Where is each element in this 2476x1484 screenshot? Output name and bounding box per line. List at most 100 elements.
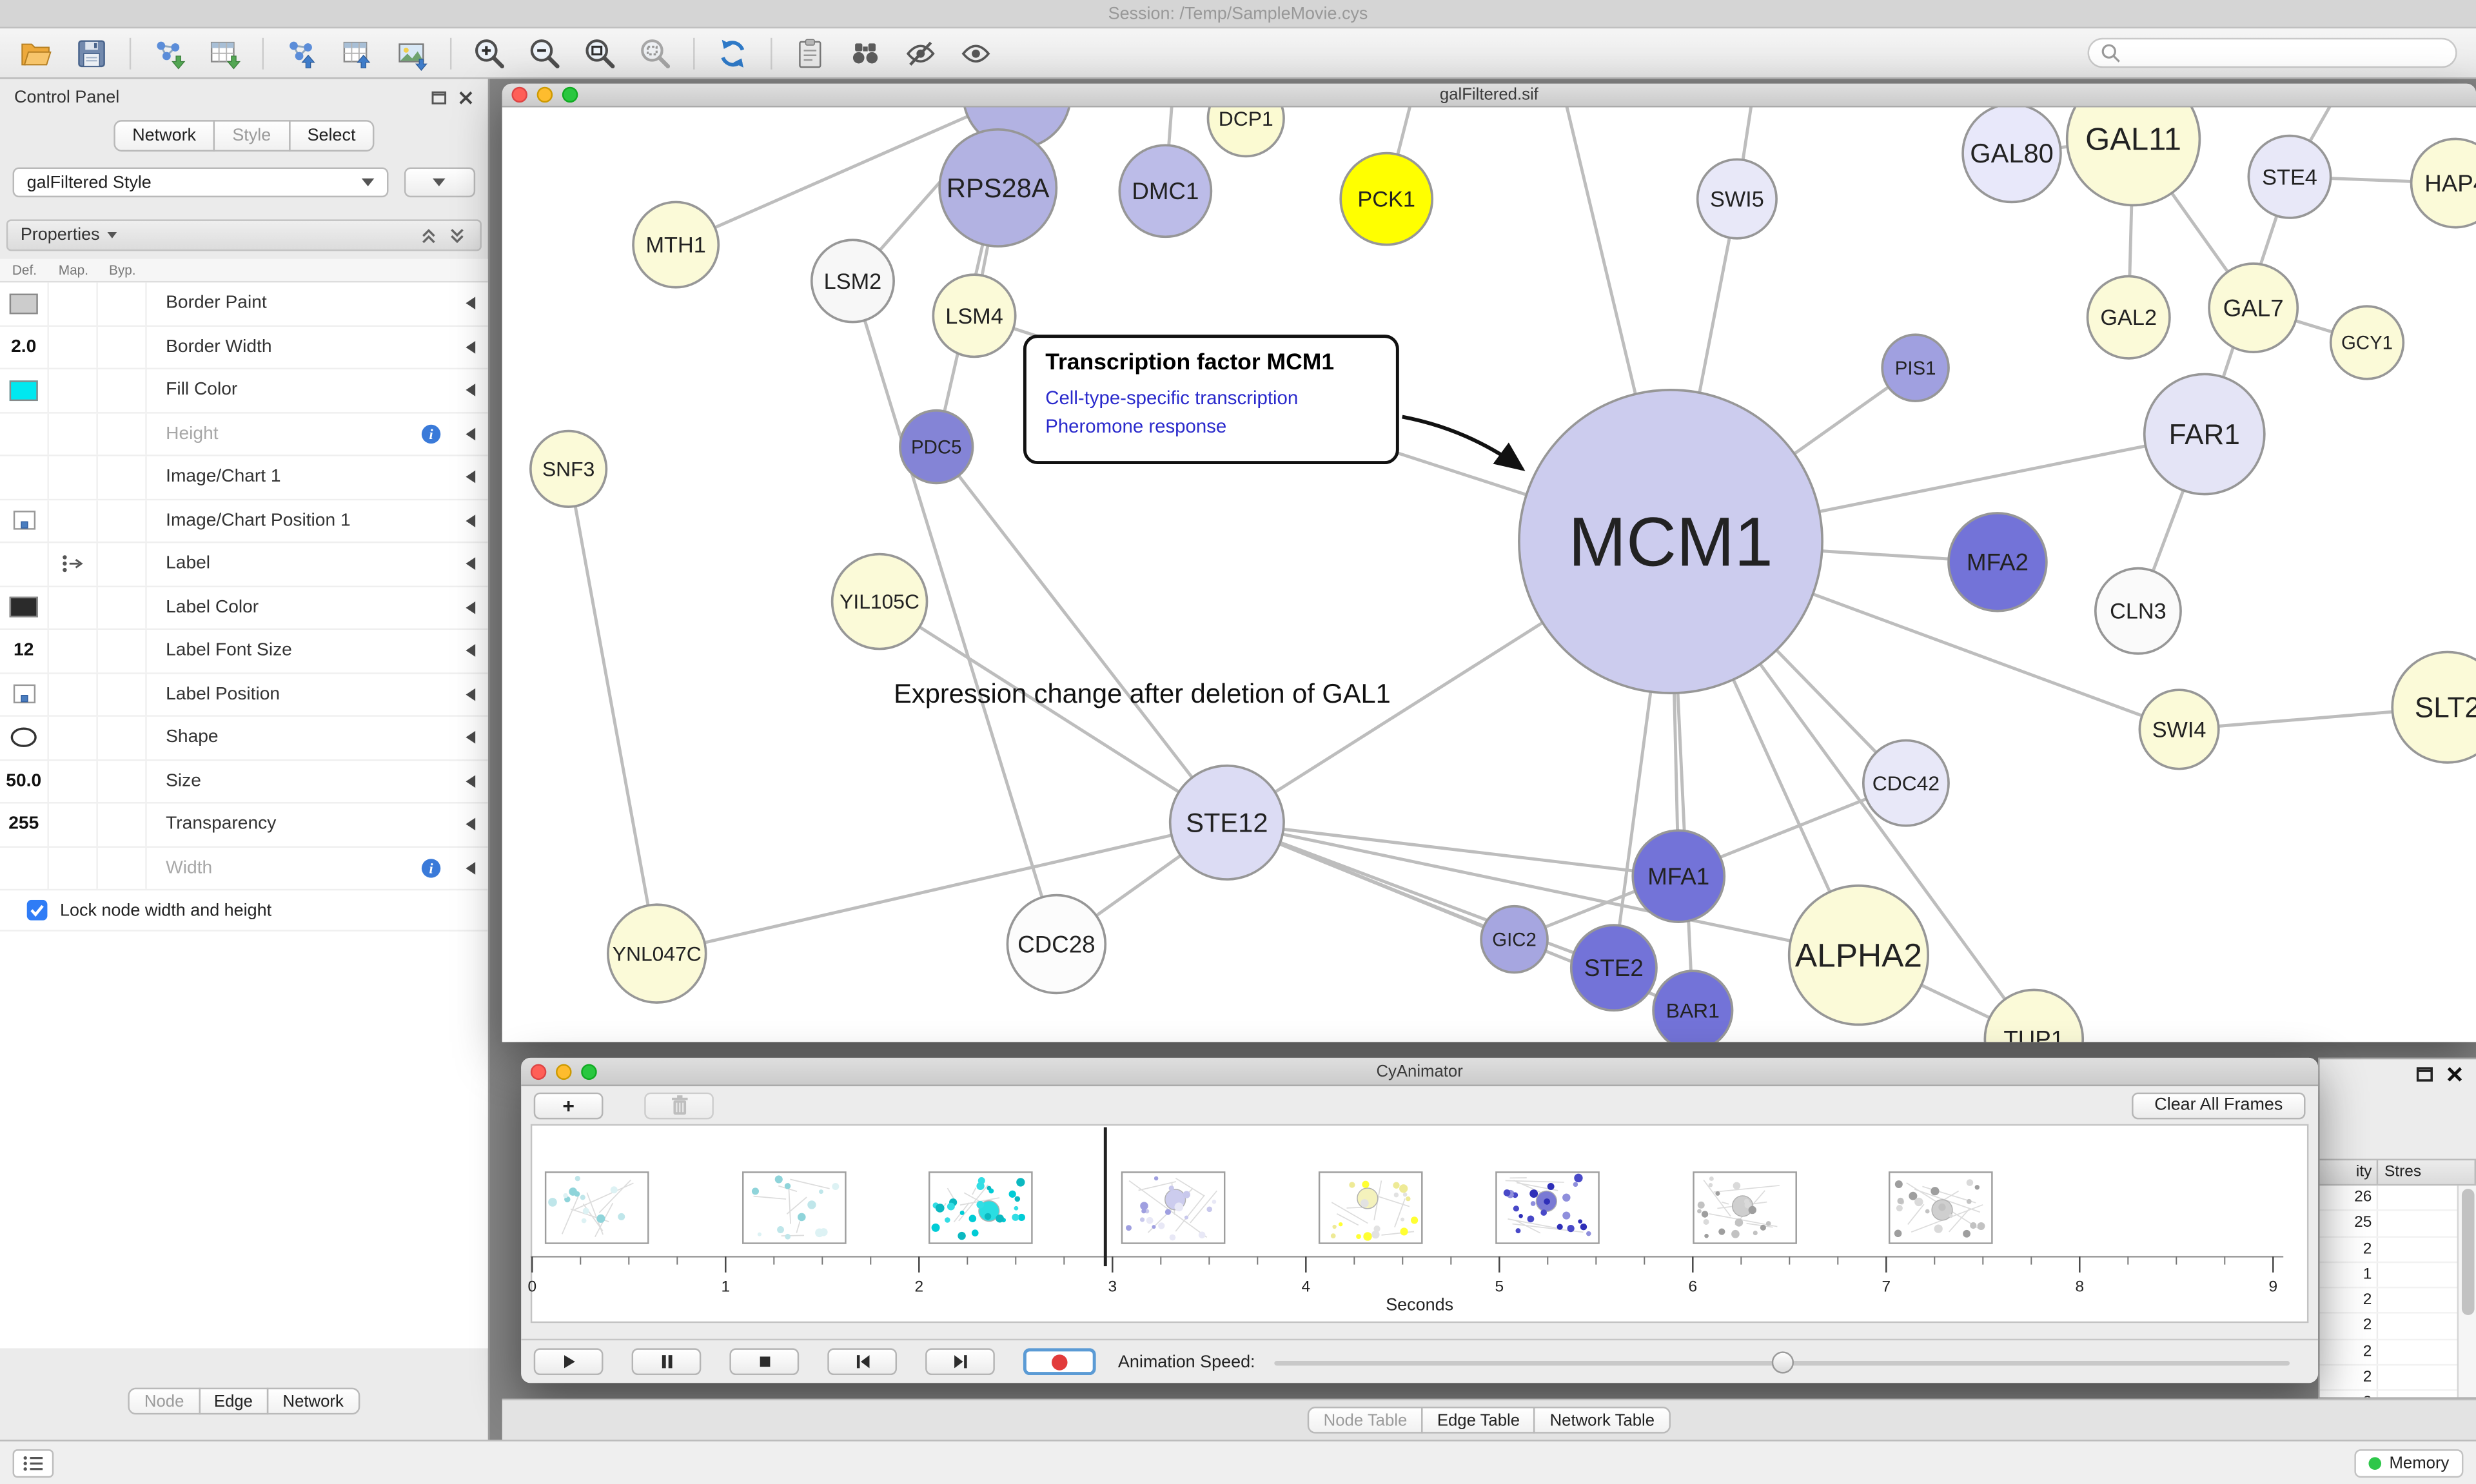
property-row-fill-color[interactable]: Fill Color [0,369,488,413]
expand-row-arrow-icon[interactable] [466,514,476,527]
table-row[interactable]: 2 [2320,1391,2459,1398]
network-node-GAL80[interactable]: GAL80 [1961,107,2062,204]
hide-selected-icon[interactable] [903,35,938,70]
network-node-YIL105C[interactable]: YIL105C [830,552,928,650]
zoom-out-icon[interactable] [527,35,562,70]
float-window-icon[interactable] [2416,1066,2433,1083]
annotation-arrow[interactable] [1402,415,1526,471]
expand-row-arrow-icon[interactable] [466,688,476,701]
zoom-fit-icon[interactable] [583,35,618,70]
tab-node-table[interactable]: Node Table [1308,1407,1423,1434]
table-row[interactable]: 2 [2319,1237,2459,1263]
network-node-HAP4[interactable]: HAP4 [2410,137,2476,229]
open-session-icon[interactable] [19,35,54,70]
tab-edge-table[interactable]: Edge Table [1421,1407,1536,1434]
table-row[interactable]: 2 [2319,1365,2459,1392]
network-node-LSM4[interactable]: LSM4 [932,273,1017,358]
property-row-label[interactable]: Label [0,543,488,587]
frame-thumbnail-0[interactable] [544,1171,649,1244]
network-node-CDC42[interactable]: CDC42 [1862,739,1950,827]
network-node-LSM2[interactable]: LSM2 [810,239,895,324]
play-button[interactable] [533,1348,604,1376]
property-row-image-chart-position-1[interactable]: Image/Chart Position 1 [0,500,488,543]
network-node-SWI5[interactable]: SWI5 [1696,158,1778,240]
expand-row-arrow-icon[interactable] [466,774,476,788]
panel-toggle-button[interactable] [12,1448,54,1478]
close-panel-icon[interactable] [458,90,473,106]
float-window-icon[interactable] [431,90,447,106]
network-node-CDC28[interactable]: CDC28 [1006,893,1107,995]
property-row-image-chart-1[interactable]: Image/Chart 1 [0,456,488,500]
skip-to-end-button[interactable] [925,1348,995,1376]
annotation-link[interactable]: Cell-type-specific transcription [1045,387,1299,409]
expand-row-arrow-icon[interactable] [466,558,476,571]
import-table-icon[interactable] [207,35,242,70]
network-edge[interactable] [851,280,1058,945]
network-node-MFA2[interactable]: MFA2 [1947,512,2048,612]
frame-thumbnail-7[interactable] [1888,1171,1993,1244]
network-node-STE2[interactable]: STE2 [1569,924,1658,1012]
zoom-window-button[interactable] [581,1063,597,1079]
network-edge[interactable] [935,445,1228,824]
frame-thumbnail-3[interactable] [1121,1171,1226,1244]
network-node-PCK1[interactable]: PCK1 [1339,151,1434,246]
zoom-selected-icon[interactable] [638,35,673,70]
annotation-link[interactable]: Pheromone response [1045,415,1227,438]
expand-row-arrow-icon[interactable] [466,427,476,440]
expand-row-arrow-icon[interactable] [466,861,476,875]
network-node-YNL047C[interactable]: YNL047C [607,903,707,1004]
tab-network[interactable]: Network [113,120,215,152]
style-selector-dropdown[interactable]: galFiltered Style [12,167,388,198]
network-node-SNF3[interactable]: SNF3 [529,429,608,508]
default-value-swatch[interactable] [9,380,38,401]
close-window-button[interactable] [511,86,527,103]
search-box[interactable] [2087,37,2457,68]
tab-edge-style[interactable]: Edge [198,1387,269,1415]
network-node-BAR1[interactable]: BAR1 [1652,970,1734,1042]
network-node-ALPHA2[interactable]: ALPHA2 [1787,884,1930,1026]
frame-thumbnail-1[interactable] [742,1171,847,1244]
network-canvas[interactable]: RPS28BRPS28ADMC1DCP1PCK1SWI5GAL80GAL11ST… [502,107,2476,1042]
network-node-STE4[interactable]: STE4 [2247,134,2332,219]
style-options-button[interactable] [403,167,476,198]
expand-row-arrow-icon[interactable] [466,731,476,745]
save-session-icon[interactable] [74,35,109,70]
table-row[interactable]: 1 [2319,1262,2459,1289]
import-network-icon[interactable] [152,35,186,70]
property-row-border-paint[interactable]: Border Paint [0,282,488,326]
frame-thumbnail-2[interactable] [928,1171,1033,1244]
export-table-icon[interactable] [340,35,375,70]
network-node-GCY1[interactable]: GCY1 [2329,305,2405,380]
network-node-GIC2[interactable]: GIC2 [1480,904,1549,974]
tab-node-style[interactable]: Node [128,1387,200,1415]
property-row-label-position[interactable]: Label Position [0,673,488,717]
frame-thumbnail-6[interactable] [1693,1171,1797,1244]
stop-button[interactable] [729,1348,800,1376]
network-edge[interactable] [1226,821,1859,957]
network-node-GAL7[interactable]: GAL7 [2208,262,2299,353]
slider-thumb[interactable] [1771,1351,1794,1373]
network-node-GAL11[interactable]: GAL11 [2065,107,2201,207]
zoom-in-icon[interactable] [472,35,507,70]
network-edge[interactable] [1226,821,1615,970]
tab-network-style[interactable]: Network [267,1387,360,1415]
network-edge[interactable] [567,468,659,954]
network-edge[interactable] [675,107,1017,246]
add-frame-button[interactable]: + [533,1091,604,1119]
tab-network-table[interactable]: Network Table [1534,1407,1671,1434]
memory-button[interactable]: Memory [2354,1448,2464,1478]
network-node-MTH1[interactable]: MTH1 [632,200,720,289]
expand-row-arrow-icon[interactable] [466,471,476,484]
properties-header[interactable]: Properties [6,219,482,251]
collapse-all-icon[interactable] [447,225,467,246]
close-window-button[interactable] [530,1063,547,1079]
lock-size-row[interactable]: Lock node width and height [0,890,488,932]
network-node-DMC1[interactable]: DMC1 [1118,144,1213,239]
network-node-CLN3[interactable]: CLN3 [2094,567,2182,655]
default-value-swatch[interactable] [9,597,38,618]
